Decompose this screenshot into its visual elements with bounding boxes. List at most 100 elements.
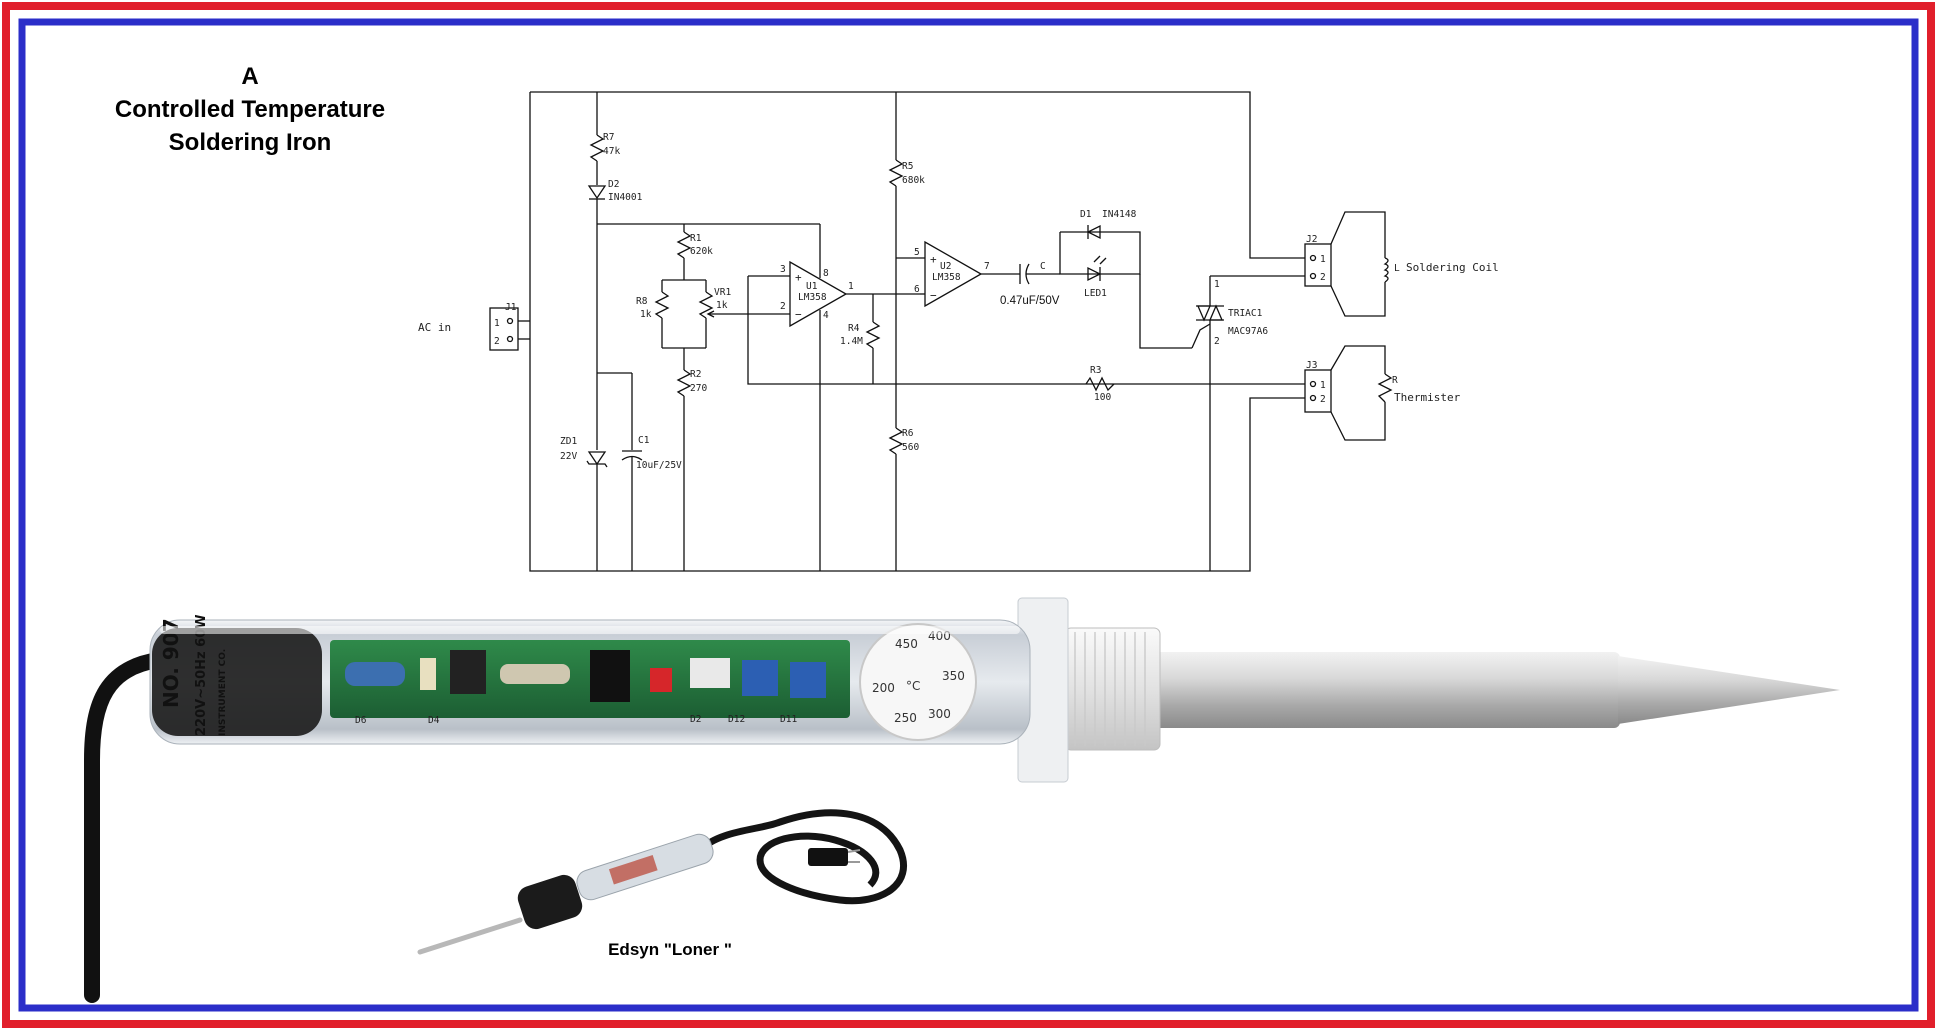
svg-text:47k: 47k bbox=[603, 146, 620, 157]
svg-text:−: − bbox=[795, 308, 802, 321]
edsyn-plug bbox=[808, 848, 848, 866]
svg-text:IN4001: IN4001 bbox=[608, 192, 643, 203]
svg-text:2: 2 bbox=[494, 336, 500, 347]
svg-text:0.47uF/50V: 0.47uF/50V bbox=[1000, 295, 1060, 307]
svg-text:2: 2 bbox=[1214, 336, 1220, 347]
bottom-rail-wire bbox=[529, 92, 1305, 572]
power-cord bbox=[84, 652, 166, 1003]
u1-opamp bbox=[789, 260, 848, 328]
soldering-coil bbox=[1383, 257, 1389, 283]
title-line-2: Controlled Temperature bbox=[114, 96, 386, 123]
svg-text:D11: D11 bbox=[780, 714, 797, 725]
thermister bbox=[1377, 373, 1393, 403]
j3-connector bbox=[1304, 369, 1332, 413]
svg-text:1: 1 bbox=[848, 281, 854, 292]
soldering-iron-photo: 450 400 350 300 250 200 °C NO. 907 220V~… bbox=[84, 597, 1840, 1003]
iron-tip bbox=[1618, 656, 1840, 724]
svg-text:U2: U2 bbox=[940, 261, 951, 272]
svg-text:2: 2 bbox=[1320, 272, 1326, 283]
svg-text:680k: 680k bbox=[902, 175, 925, 186]
svg-text:+: + bbox=[795, 271, 802, 284]
svg-text:200: 200 bbox=[872, 681, 895, 695]
svg-text:1k: 1k bbox=[640, 309, 652, 320]
title-line-1: A bbox=[241, 63, 259, 90]
svg-text:300: 300 bbox=[928, 707, 951, 721]
svg-text:LED1: LED1 bbox=[1084, 288, 1107, 299]
svg-text:R6: R6 bbox=[902, 428, 914, 439]
svg-text:MAC97A6: MAC97A6 bbox=[1228, 326, 1268, 337]
r8-resistor bbox=[654, 291, 670, 319]
j1-connector bbox=[489, 307, 519, 351]
d1-diode bbox=[1086, 224, 1101, 240]
svg-text:D1: D1 bbox=[1080, 209, 1092, 220]
svg-text:1: 1 bbox=[494, 318, 500, 329]
svg-text:R3: R3 bbox=[1090, 365, 1101, 376]
svg-text:IN4148: IN4148 bbox=[1102, 209, 1137, 220]
svg-text:R8: R8 bbox=[636, 296, 648, 307]
svg-text:D2: D2 bbox=[690, 714, 701, 725]
svg-text:10uF/25V: 10uF/25V bbox=[636, 460, 682, 471]
svg-text:5: 5 bbox=[914, 247, 920, 258]
thermister-label: Thermister bbox=[1394, 391, 1461, 404]
r1-resistor bbox=[676, 231, 692, 259]
svg-text:350: 350 bbox=[942, 669, 965, 683]
svg-text:ZD1: ZD1 bbox=[560, 436, 577, 447]
svg-text:220V~50Hz 60W: 220V~50Hz 60W bbox=[194, 614, 209, 736]
edsyn-caption: Edsyn "Loner " bbox=[608, 940, 732, 959]
svg-text:R: R bbox=[1392, 375, 1398, 386]
r6-resistor bbox=[888, 427, 904, 455]
svg-text:1: 1 bbox=[1214, 279, 1220, 290]
svg-text:LM358: LM358 bbox=[798, 292, 827, 303]
svg-text:560: 560 bbox=[902, 442, 919, 453]
svg-text:J2: J2 bbox=[1306, 234, 1317, 245]
svg-text:J3: J3 bbox=[1306, 360, 1317, 371]
svg-text:+: + bbox=[930, 253, 937, 266]
r7-resistor bbox=[589, 134, 605, 162]
soldering-coil-label: Soldering Coil bbox=[1406, 261, 1499, 274]
svg-text:C1: C1 bbox=[638, 435, 650, 446]
svg-text:R1: R1 bbox=[690, 233, 702, 244]
svg-text:22V: 22V bbox=[560, 451, 577, 462]
svg-text:LM358: LM358 bbox=[932, 272, 961, 283]
svg-text:7: 7 bbox=[984, 261, 990, 272]
svg-text:R7: R7 bbox=[603, 132, 614, 143]
diagram-title: A Controlled Temperature Soldering Iron bbox=[70, 60, 430, 159]
d2-diode bbox=[587, 185, 607, 200]
inner-blue-border bbox=[18, 18, 1919, 1012]
svg-text:°C: °C bbox=[906, 679, 920, 693]
edsyn-loner-photo bbox=[417, 809, 907, 955]
svg-text:1k: 1k bbox=[716, 300, 728, 311]
svg-text:100: 100 bbox=[1094, 392, 1111, 403]
j2-connector bbox=[1304, 243, 1332, 287]
svg-text:8: 8 bbox=[823, 268, 829, 279]
svg-text:250: 250 bbox=[894, 711, 917, 725]
edsyn-cord bbox=[697, 809, 907, 905]
svg-text:270: 270 bbox=[690, 383, 707, 394]
svg-text:2: 2 bbox=[780, 301, 786, 312]
svg-text:−: − bbox=[930, 289, 937, 302]
svg-text:3: 3 bbox=[780, 264, 786, 275]
svg-text:4: 4 bbox=[823, 310, 829, 321]
svg-text:1: 1 bbox=[1320, 380, 1326, 391]
svg-text:620k: 620k bbox=[690, 246, 713, 257]
svg-text:L: L bbox=[1394, 263, 1400, 274]
svg-text:D4: D4 bbox=[428, 715, 440, 726]
svg-text:450: 450 bbox=[895, 637, 918, 651]
edsyn-grip bbox=[517, 874, 583, 930]
r4-resistor bbox=[865, 321, 881, 349]
svg-text:INSTRUMENT CO.: INSTRUMENT CO. bbox=[218, 649, 228, 736]
svg-text:R2: R2 bbox=[690, 369, 701, 380]
svg-text:C: C bbox=[1040, 261, 1046, 272]
svg-text:D6: D6 bbox=[355, 715, 367, 726]
svg-text:1.4M: 1.4M bbox=[840, 336, 863, 347]
schematic: AC in J1 1 2 R7 47k D2 IN4001 ZD1 22V bbox=[418, 91, 1499, 572]
r2-resistor bbox=[676, 369, 692, 397]
svg-text:D12: D12 bbox=[728, 714, 745, 725]
ac-in-label: AC in bbox=[418, 321, 451, 334]
svg-text:6: 6 bbox=[914, 284, 920, 295]
svg-text:U1: U1 bbox=[806, 281, 818, 292]
temperature-dial[interactable] bbox=[859, 623, 977, 741]
